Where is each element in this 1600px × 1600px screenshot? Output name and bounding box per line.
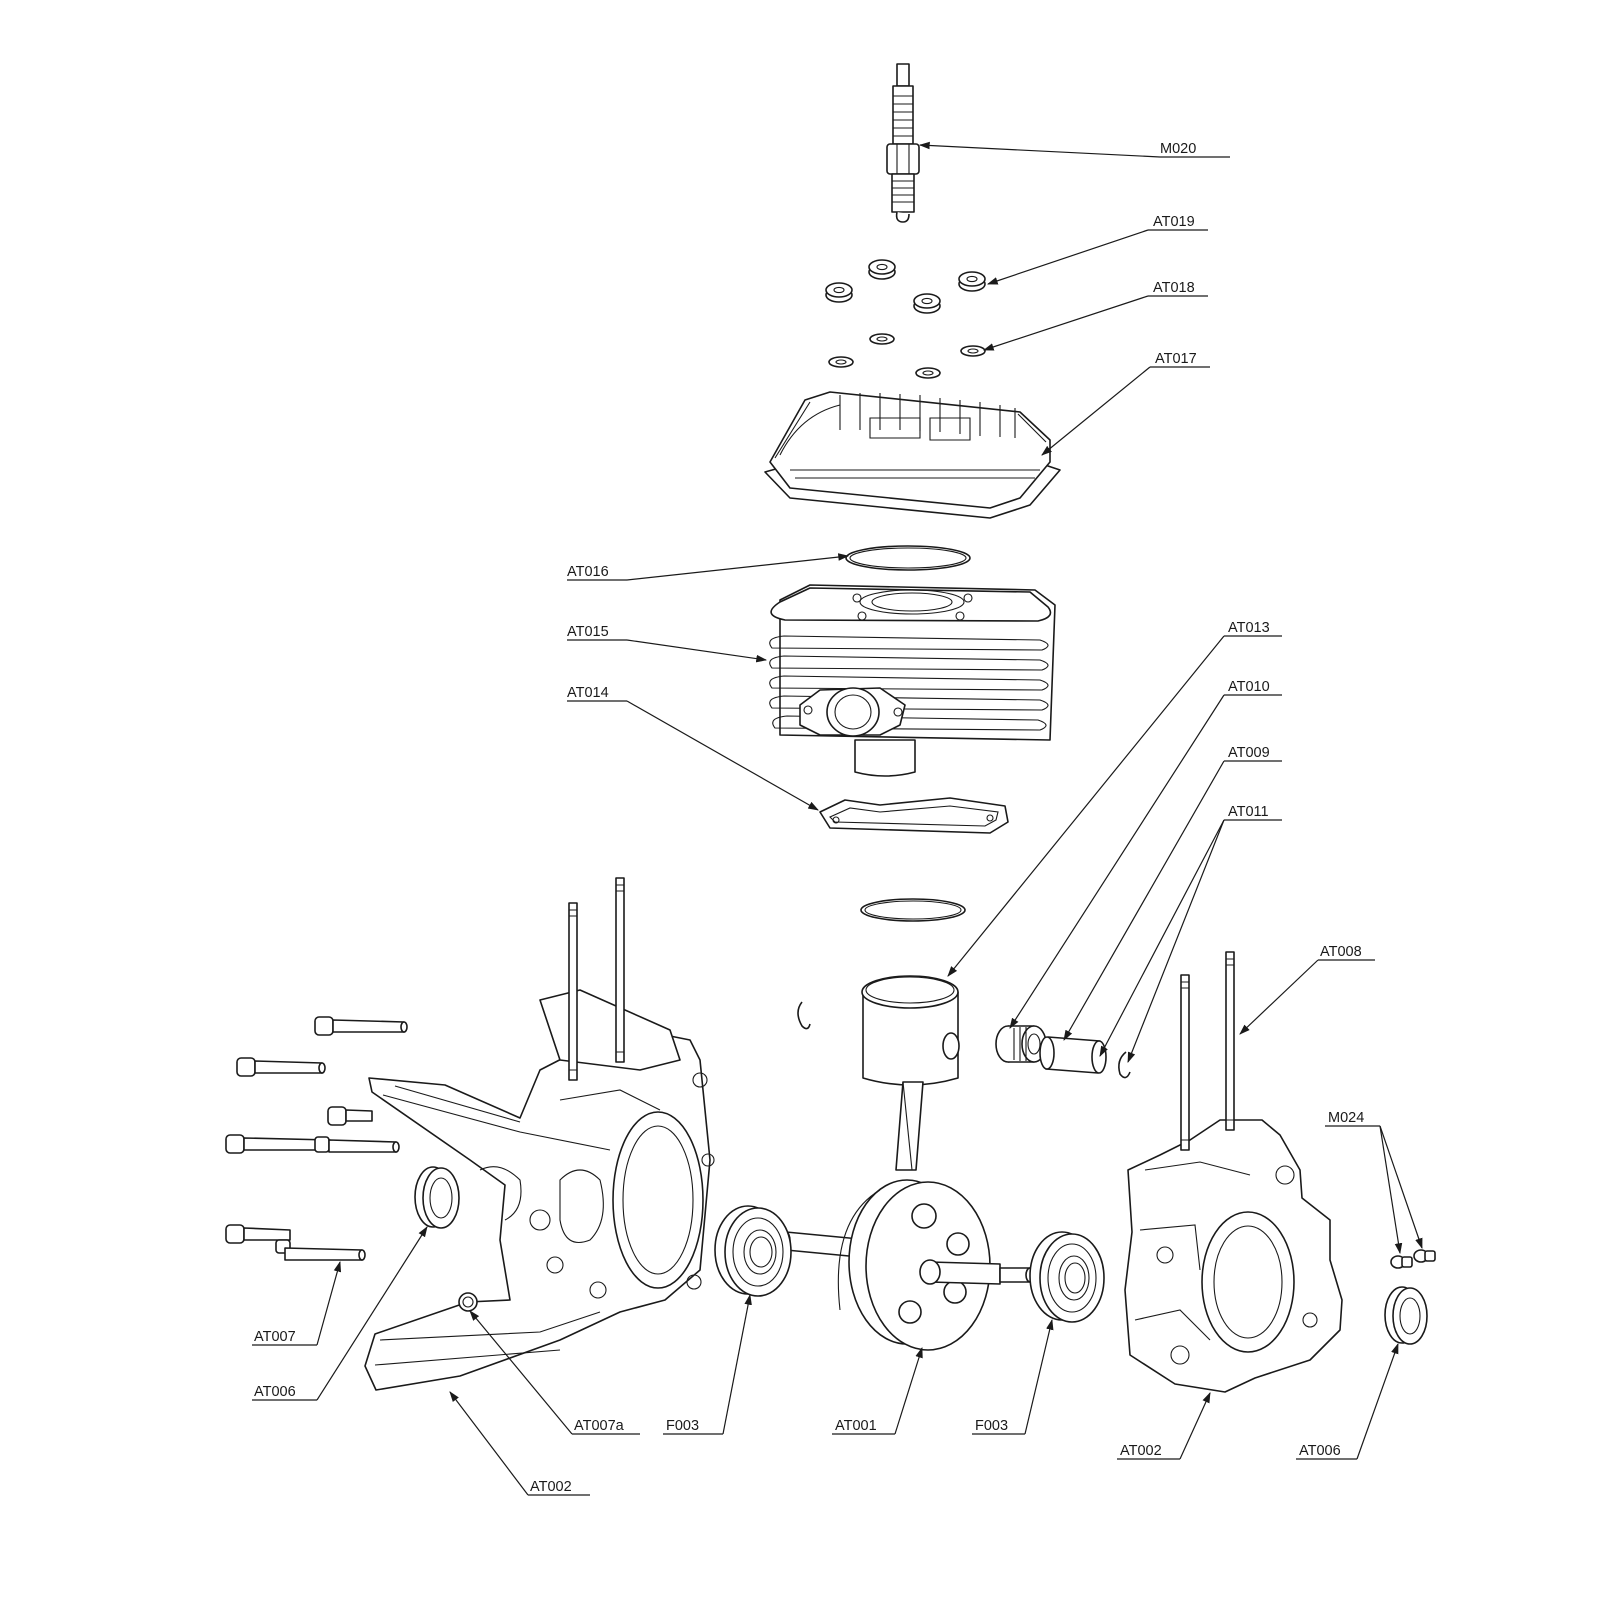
- main-bearing-left: [714, 1205, 792, 1297]
- head-gasket-ring: [845, 545, 971, 571]
- label-at009: AT009: [1228, 745, 1270, 761]
- right-crankcase: [1124, 1119, 1343, 1393]
- label-at018: AT018: [1153, 280, 1195, 296]
- left-crankcase-studs: [568, 877, 625, 1081]
- label-at019: AT019: [1153, 214, 1195, 230]
- label-f003-left: F003: [666, 1418, 699, 1434]
- part-labels: M020 AT019 AT018 AT017 AT016 AT015 AT014…: [254, 141, 1364, 1495]
- label-at010: AT010: [1228, 679, 1270, 695]
- cylinder-head-nuts: [825, 259, 986, 314]
- leader-lines: [252, 141, 1423, 1496]
- crankcase-bolts: [225, 1016, 408, 1261]
- label-at001: AT001: [835, 1418, 877, 1434]
- label-at016: AT016: [567, 564, 609, 580]
- piston-ring: [860, 898, 966, 922]
- oil-seal-right: [1384, 1286, 1428, 1345]
- label-f003-right: F003: [975, 1418, 1008, 1434]
- label-at015: AT015: [567, 624, 609, 640]
- base-gasket: [819, 797, 1009, 834]
- cylinder-head: [764, 391, 1061, 519]
- label-at011: AT011: [1228, 804, 1269, 820]
- label-m020: M020: [1160, 141, 1196, 157]
- label-at008: AT008: [1320, 944, 1362, 960]
- piston: [861, 975, 960, 1171]
- label-m024: M024: [1328, 1110, 1364, 1126]
- piston-pin: [1039, 1036, 1107, 1074]
- label-at017: AT017: [1155, 351, 1197, 367]
- crankshaft: [781, 1179, 1035, 1351]
- needle-bearing: [995, 1025, 1047, 1063]
- oil-seal-left: [414, 1166, 460, 1229]
- label-at007: AT007: [254, 1329, 296, 1345]
- label-at002-right: AT002: [1120, 1443, 1162, 1459]
- right-crankcase-studs: [1180, 951, 1235, 1151]
- piston-pin-clip-right: [1118, 1051, 1131, 1079]
- cylinder: [769, 584, 1056, 777]
- label-at006-left: AT006: [254, 1384, 296, 1400]
- label-at006-right: AT006: [1299, 1443, 1341, 1459]
- label-at007a: AT007a: [574, 1418, 625, 1434]
- cylinder-head-washers: [828, 333, 986, 379]
- main-bearing-right: [1029, 1231, 1105, 1323]
- label-at013: AT013: [1228, 620, 1270, 636]
- label-at002-left: AT002: [530, 1479, 572, 1495]
- spark-plug: [886, 63, 920, 223]
- small-screws: [1390, 1249, 1436, 1269]
- dowel-ring: [458, 1292, 478, 1312]
- piston-pin-clip-left: [797, 1001, 811, 1030]
- label-at014: AT014: [567, 685, 609, 701]
